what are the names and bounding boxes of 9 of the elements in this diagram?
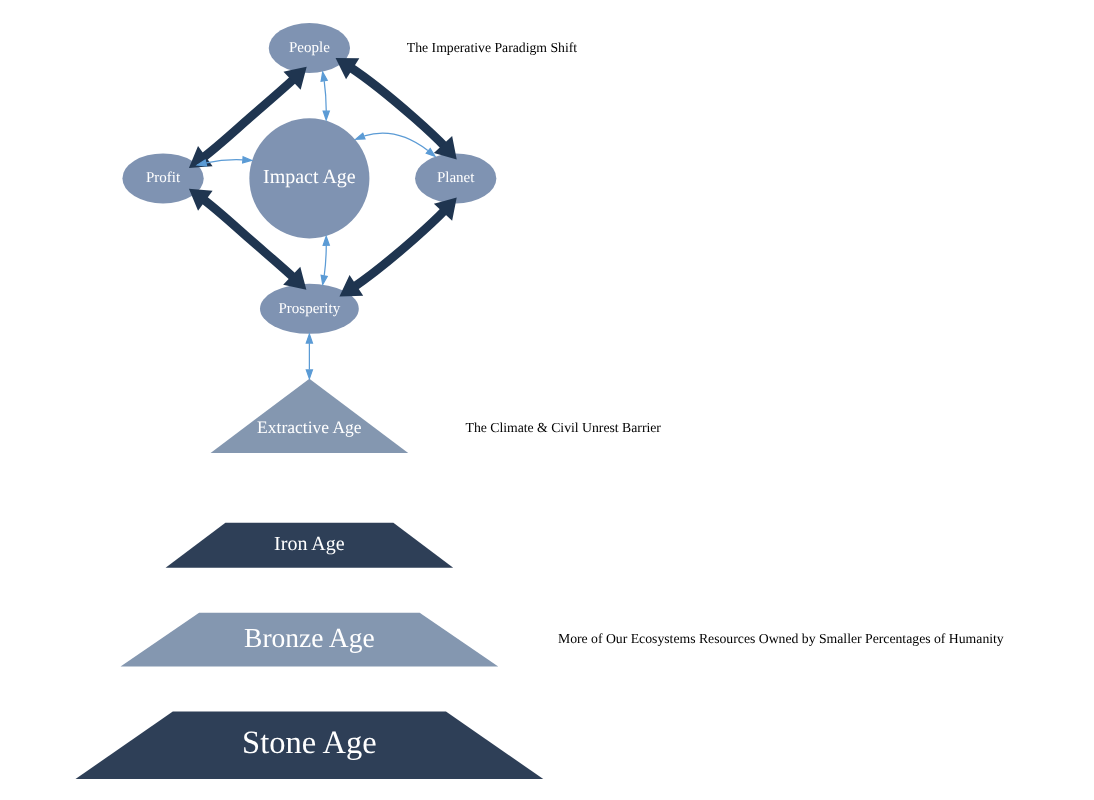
arrow — [335, 57, 457, 159]
arrow — [320, 233, 331, 286]
arrow — [353, 131, 437, 157]
arrow — [188, 187, 307, 289]
arrow — [305, 331, 314, 380]
arrow — [339, 196, 457, 296]
arrow — [195, 154, 254, 166]
arrow — [320, 69, 331, 121]
arrow — [188, 65, 307, 167]
